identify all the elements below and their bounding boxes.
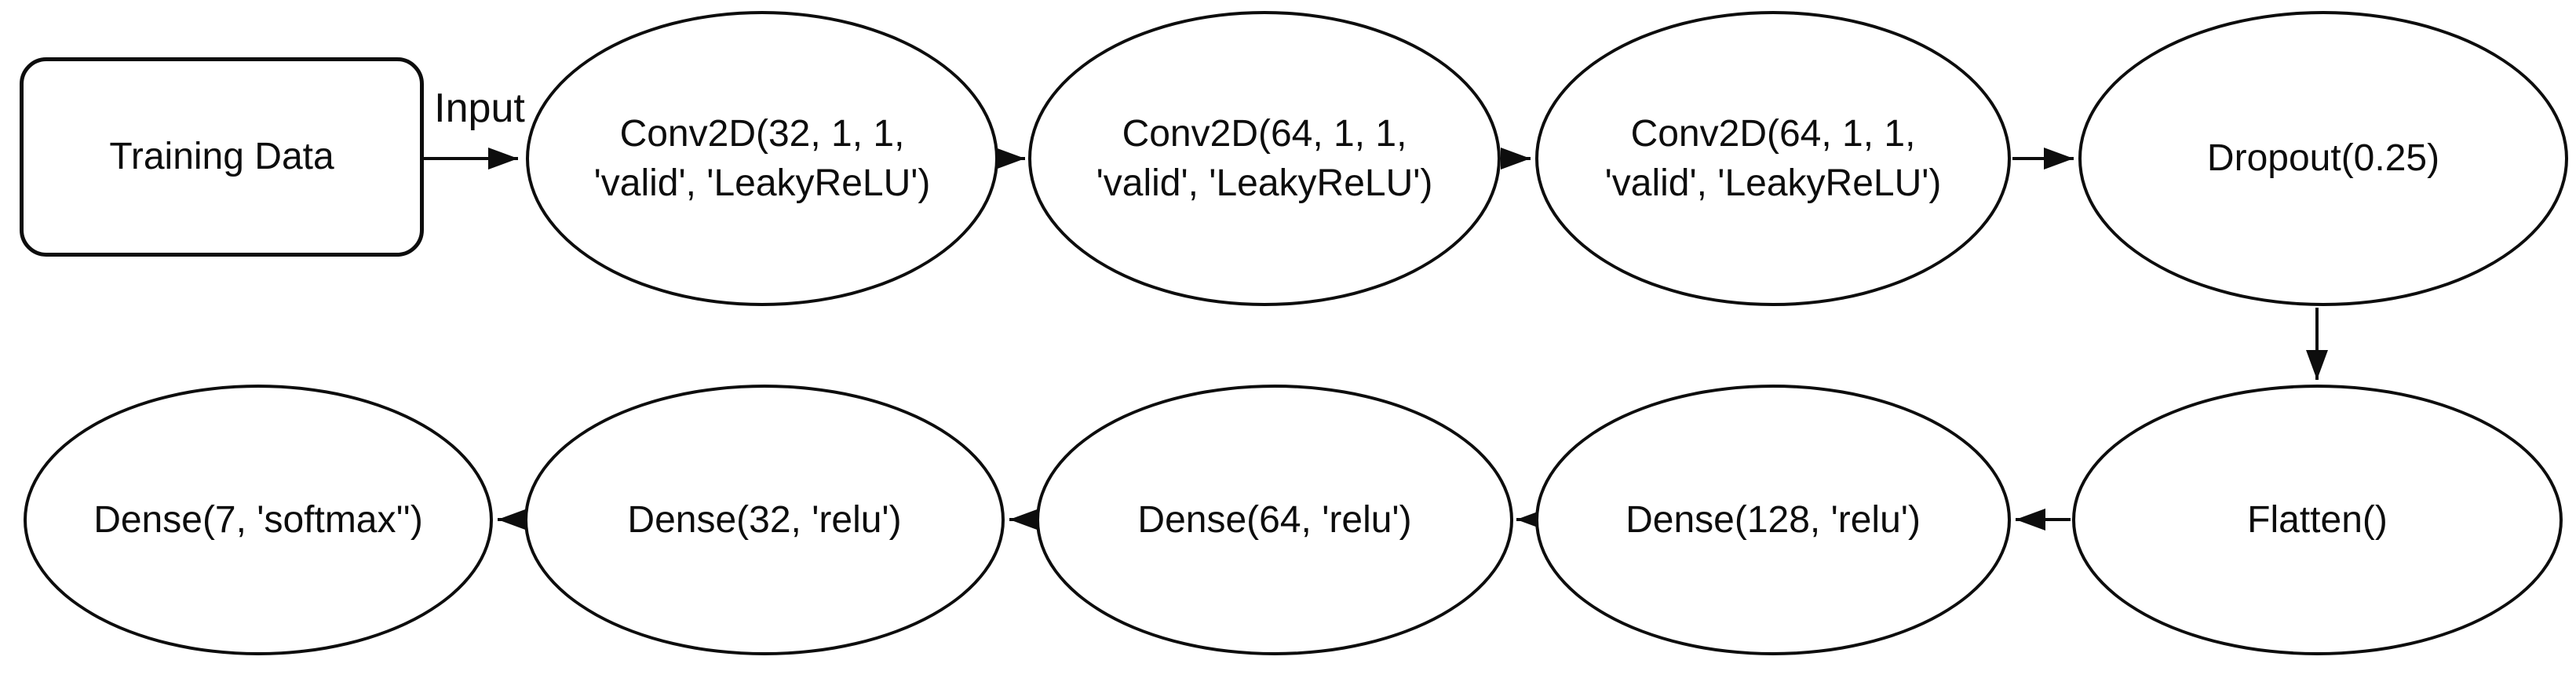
node-dense-64: Dense(64, 'relu')	[1036, 385, 1513, 655]
node-dense-128: Dense(128, 'relu')	[1535, 385, 2011, 655]
node-dense-7-label: Dense(7, 'softmax'')	[93, 498, 423, 541]
node-conv2d-64-b: Conv2D(64, 1, 1, 'valid', 'LeakyReLU')	[1535, 11, 2011, 306]
node-dense-32-label: Dense(32, 'relu')	[627, 498, 902, 541]
node-dropout-label: Dropout(0.25)	[2206, 137, 2440, 180]
node-training-data-label: Training Data	[109, 136, 334, 178]
node-conv2d-32: Conv2D(32, 1, 1, 'valid', 'LeakyReLU')	[526, 11, 998, 306]
node-conv2d-64-a: Conv2D(64, 1, 1, 'valid', 'LeakyReLU')	[1028, 11, 1501, 306]
node-flatten: Flatten()	[2072, 385, 2563, 655]
node-training-data: Training Data	[20, 57, 424, 257]
node-flatten-label: Flatten()	[2247, 498, 2388, 541]
node-dropout: Dropout(0.25)	[2078, 11, 2568, 306]
node-dense-64-label: Dense(64, 'relu')	[1137, 498, 1412, 541]
node-conv2d-32-label: Conv2D(32, 1, 1, 'valid', 'LeakyReLU')	[593, 112, 931, 204]
node-conv2d-64-b-label: Conv2D(64, 1, 1, 'valid', 'LeakyReLU')	[1604, 112, 1942, 204]
node-dense-128-label: Dense(128, 'relu')	[1626, 498, 1921, 541]
node-dense-7: Dense(7, 'softmax'')	[24, 385, 493, 655]
node-dense-32: Dense(32, 'relu')	[524, 385, 1005, 655]
node-conv2d-64-a-label: Conv2D(64, 1, 1, 'valid', 'LeakyReLU')	[1096, 112, 1433, 204]
edge-label-input: Input	[434, 86, 525, 131]
